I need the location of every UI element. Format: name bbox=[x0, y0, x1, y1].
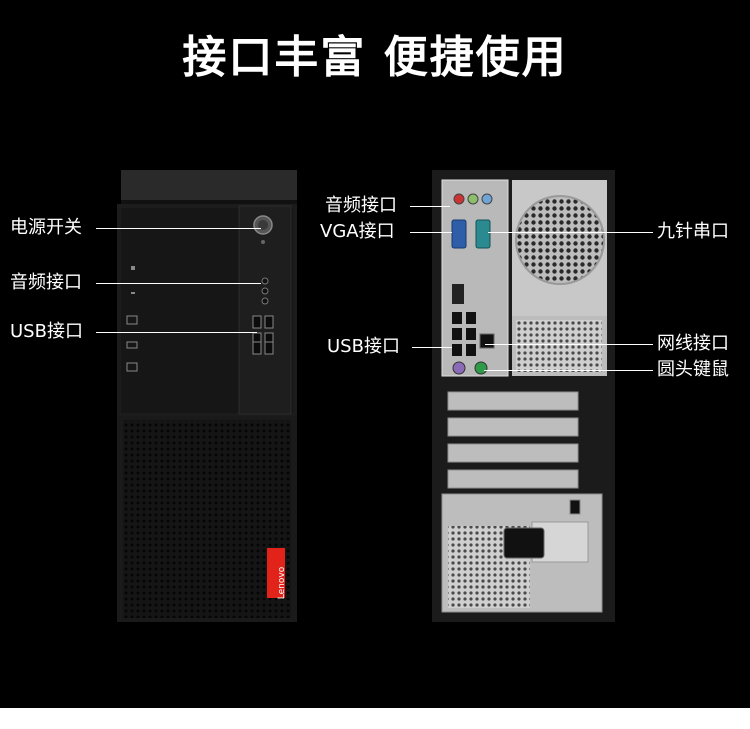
label-back-audio: 音频接口 bbox=[325, 195, 397, 216]
power-socket-icon bbox=[503, 527, 545, 559]
leader-vga bbox=[410, 232, 452, 233]
front-audio-jacks-icon bbox=[261, 277, 269, 305]
label-front-usb: USB接口 bbox=[10, 321, 83, 342]
label-lan: 网线接口 bbox=[657, 333, 729, 354]
back-usb-ports-icon bbox=[452, 312, 476, 356]
label-front-audio: 音频接口 bbox=[10, 272, 82, 293]
label-ps2: 圆头键鼠 bbox=[657, 359, 729, 380]
back-audio-jacks-icon bbox=[453, 193, 493, 205]
leader-serial bbox=[488, 232, 653, 233]
leader-front-usb bbox=[96, 332, 257, 333]
power-button-icon bbox=[253, 215, 273, 235]
leader-back-usb bbox=[412, 347, 452, 348]
front-usb-ports-icon bbox=[252, 315, 274, 355]
label-power-switch: 电源开关 bbox=[10, 217, 82, 238]
brand-logo: Lenovo bbox=[277, 566, 287, 600]
vga-port-icon bbox=[451, 219, 467, 249]
label-vga: VGA接口 bbox=[320, 221, 395, 242]
leader-front-audio bbox=[96, 283, 261, 284]
front-tower-image bbox=[117, 170, 297, 622]
label-serial: 九针串口 bbox=[657, 221, 729, 242]
leader-lan bbox=[485, 344, 653, 345]
ps2-keyboard-icon bbox=[474, 361, 488, 375]
leader-ps2 bbox=[484, 370, 653, 371]
leader-power bbox=[96, 228, 261, 229]
back-tower-image bbox=[432, 170, 615, 622]
serial-port-icon bbox=[475, 219, 491, 249]
leader-back-audio bbox=[410, 206, 450, 207]
bottom-white-strip bbox=[0, 708, 750, 729]
page-title: 接口丰富 便捷使用 bbox=[182, 32, 568, 83]
ps2-mouse-icon bbox=[452, 361, 466, 375]
lan-port-icon bbox=[479, 333, 495, 349]
label-back-usb: USB接口 bbox=[327, 336, 400, 357]
